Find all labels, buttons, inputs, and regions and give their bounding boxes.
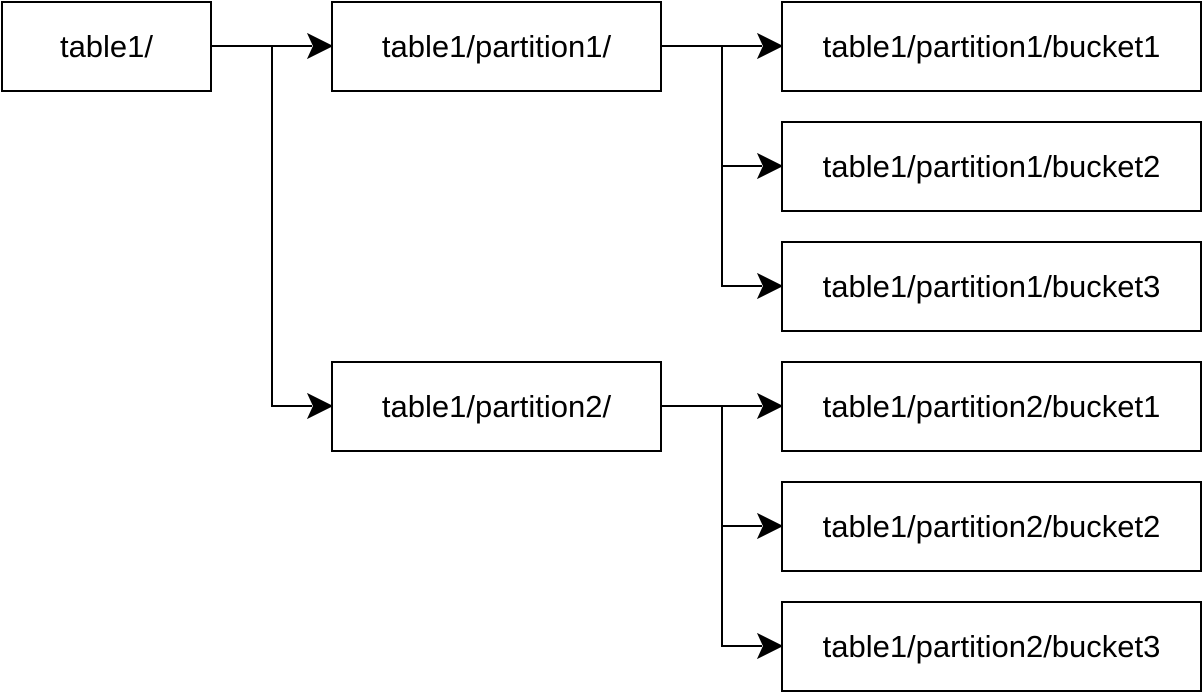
root-node-label: table1/ [59, 28, 154, 64]
edge-partition2-to-bucket3 [721, 526, 762, 647]
edge-partition1-to-bucket2 [721, 46, 762, 167]
partition2-bucket1-label: table1/partition2/bucket1 [822, 388, 1161, 424]
partition2-bucket2-node: table1/partition2/bucket2 [781, 481, 1202, 572]
partition1-bucket2-node: table1/partition1/bucket2 [781, 121, 1202, 212]
arrowhead-p1-bucket3 [756, 272, 784, 300]
partition1-node-label: table1/partition1/ [381, 28, 612, 64]
partition2-bucket2-label: table1/partition2/bucket2 [822, 508, 1161, 544]
partition1-bucket3-label: table1/partition1/bucket3 [822, 268, 1161, 304]
partition2-bucket1-node: table1/partition2/bucket1 [781, 361, 1202, 452]
partition2-node-label: table1/partition2/ [381, 388, 612, 424]
root-node: table1/ [1, 1, 212, 92]
partition1-bucket1-node: table1/partition1/bucket1 [781, 1, 1202, 92]
partition1-node: table1/partition1/ [331, 1, 662, 92]
arrowhead-partition1 [306, 32, 334, 60]
edge-partition2-to-bucket2 [721, 406, 762, 527]
partition2-bucket3-node: table1/partition2/bucket3 [781, 601, 1202, 692]
arrowhead-p1-bucket1 [756, 32, 784, 60]
partition2-bucket3-label: table1/partition2/bucket3 [822, 628, 1161, 664]
edge-partition1-to-bucket3 [721, 166, 762, 287]
arrowhead-p2-bucket3 [756, 632, 784, 660]
edge-root-to-partition2 [271, 46, 312, 407]
arrowhead-partition2 [306, 392, 334, 420]
partition1-bucket1-label: table1/partition1/bucket1 [822, 28, 1161, 64]
partition2-node: table1/partition2/ [331, 361, 662, 452]
partition1-bucket2-label: table1/partition1/bucket2 [822, 148, 1161, 184]
arrowhead-p2-bucket1 [756, 392, 784, 420]
arrowhead-p2-bucket2 [756, 512, 784, 540]
partition1-bucket3-node: table1/partition1/bucket3 [781, 241, 1202, 332]
arrowhead-p1-bucket2 [756, 152, 784, 180]
